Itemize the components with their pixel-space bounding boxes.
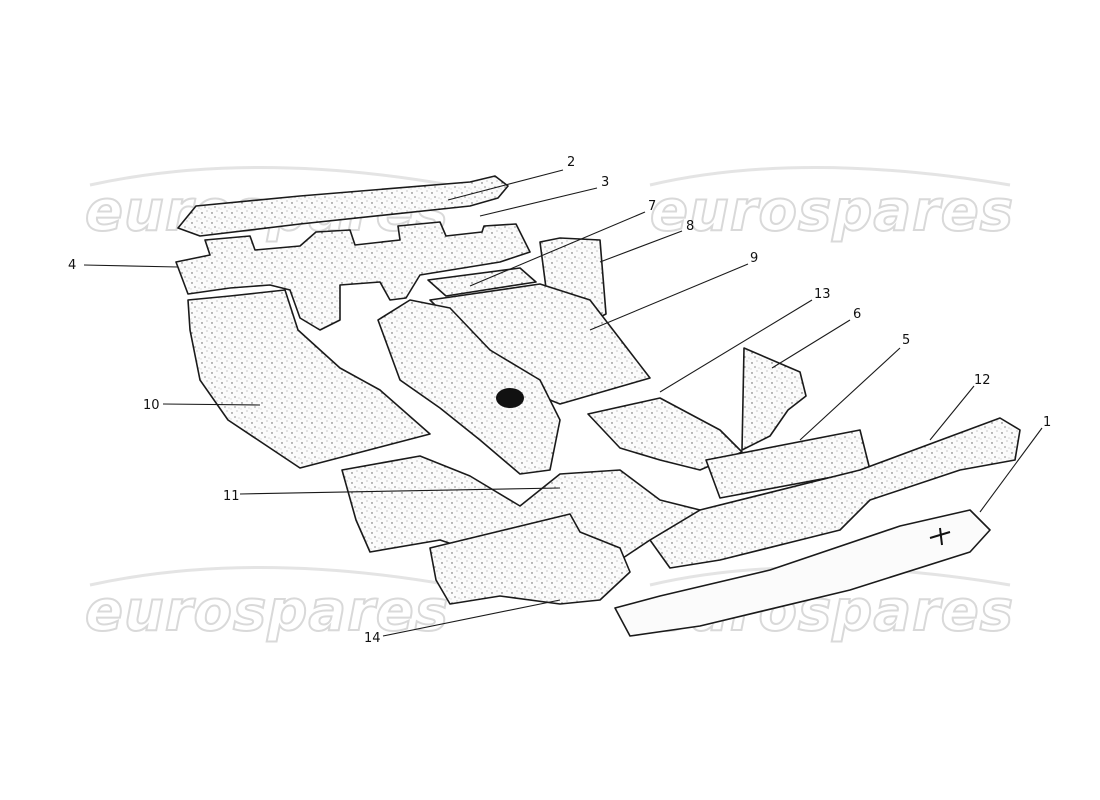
callout-8: 8	[686, 219, 694, 234]
part-2-strip	[177, 175, 509, 237]
callout-5: 5	[902, 333, 910, 348]
watermark-swoosh	[649, 166, 1011, 187]
callout-4: 4	[68, 258, 76, 273]
watermark-text: eurospares	[650, 179, 1014, 244]
callout-6: 6	[853, 307, 861, 322]
callout-9: 9	[750, 251, 758, 266]
part-1-sill-plate	[614, 509, 991, 637]
leader-lines	[83, 169, 1043, 637]
leader-line-2	[447, 169, 564, 201]
part-4-bulkhead	[175, 221, 531, 331]
leader-line-3	[479, 187, 598, 217]
watermark-swoosh	[89, 566, 451, 587]
leader-line-9	[589, 263, 749, 331]
parts-group	[175, 175, 1021, 637]
leader-line-11	[239, 487, 561, 495]
leader-line-8	[599, 230, 683, 263]
sill-emblem-icon	[929, 527, 951, 546]
part-6-vertical-panel	[741, 347, 807, 451]
callout-1: 1	[1043, 415, 1051, 430]
part-10-left-floor	[187, 289, 431, 469]
leader-line-7	[469, 211, 646, 287]
leader-line-1	[979, 427, 1043, 513]
callout-7: 7	[648, 199, 656, 214]
leader-line-4	[83, 264, 179, 268]
callout-3: 3	[601, 175, 609, 190]
callout-12: 12	[974, 373, 991, 388]
tunnel-hole	[496, 388, 524, 408]
leader-line-13	[659, 299, 813, 393]
part-tunnel	[377, 299, 561, 475]
leader-line-5	[799, 347, 901, 441]
callout-11: 11	[223, 489, 240, 504]
callout-2: 2	[567, 155, 575, 170]
leader-line-14	[382, 599, 561, 637]
leader-line-6	[771, 319, 851, 369]
part-12-sill-cover	[649, 417, 1021, 569]
watermark-swoosh	[89, 166, 451, 187]
part-14-front-strip	[429, 513, 631, 605]
callout-14: 14	[364, 631, 381, 646]
watermark-text: eurospares	[85, 579, 449, 644]
callout-labels: 2 3 4 7 8 9 13 6 5 12 1 10 11 14	[68, 155, 1051, 646]
callout-13: 13	[814, 287, 831, 302]
part-7-strip	[427, 267, 537, 297]
leader-line-12	[929, 385, 975, 441]
callout-10: 10	[143, 398, 160, 413]
leader-line-10	[162, 403, 261, 406]
